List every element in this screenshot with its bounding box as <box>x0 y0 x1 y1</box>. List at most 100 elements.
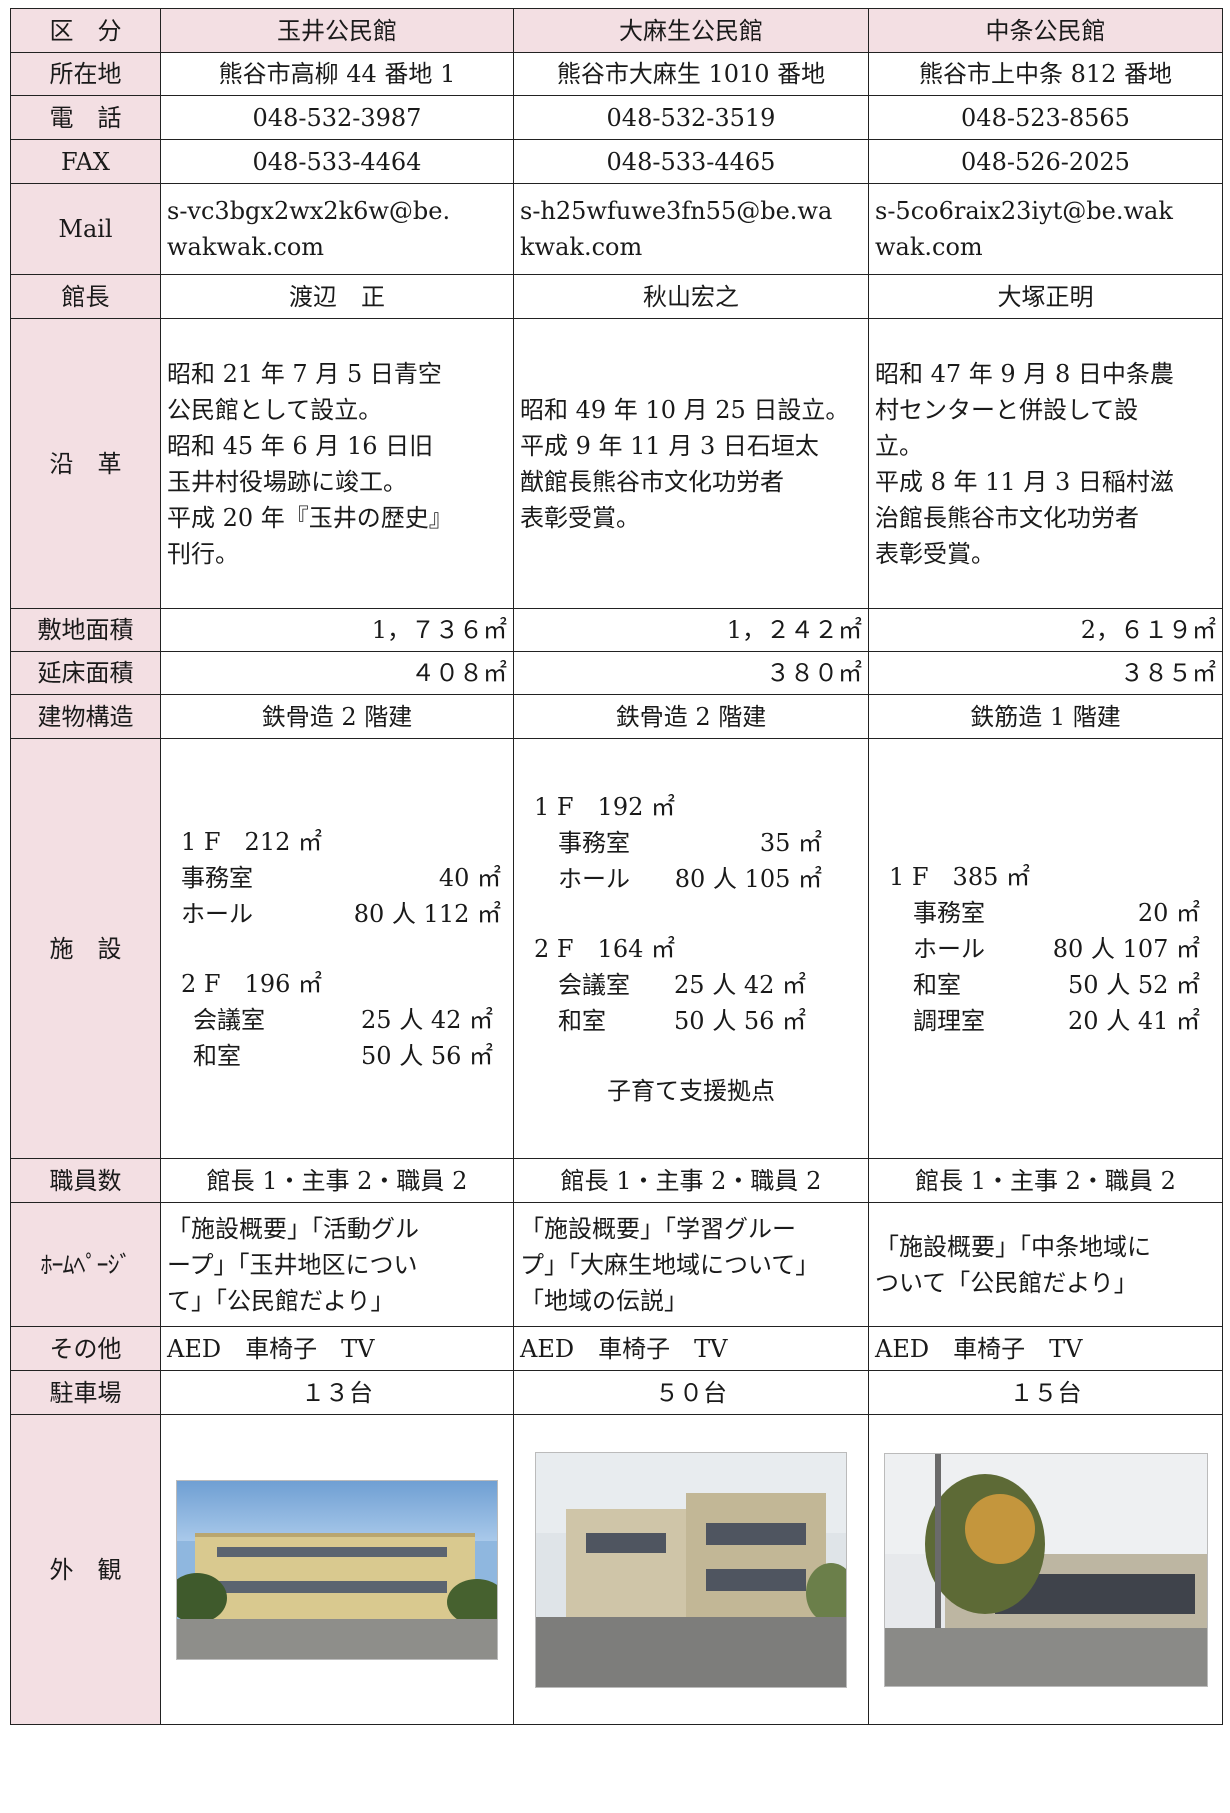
room-value: 20 ㎡ <box>1137 898 1200 927</box>
oaso-site-area: 1，２４２㎡ <box>513 608 869 652</box>
homepage-line: 「地域の伝説」 <box>520 1286 688 1315</box>
room-row: ホール 80 人 107 ㎡ <box>875 931 1216 967</box>
floor-summary: 1 F 385 ㎡ <box>889 862 1030 891</box>
homepage-row: ﾎｰﾑﾍﾟｰｼﾞ 「施設概要」「活動グル ープ」「玉井地区につい て」「公民館だ… <box>10 1202 1223 1327</box>
chujo-other: AED 車椅子 TV <box>868 1326 1223 1371</box>
room-name: 事務室 <box>558 828 630 857</box>
header-row: 区 分 玉井公民館 大麻生公民館 中条公民館 <box>10 8 1223 53</box>
tamai-mail-line: s-vc3bgx2wx2k6w@be. <box>167 197 451 225</box>
structure-label: 建物構造 <box>10 694 161 739</box>
room-value: 25 人 42 ㎡ <box>674 970 806 999</box>
chujo-director: 大塚正明 <box>868 274 1223 319</box>
chujo-phone: 048-523-8565 <box>868 95 1223 140</box>
oaso-parking: ５０台 <box>513 1370 869 1415</box>
oaso-homepage: 「施設概要」「学習グルー プ」「大麻生地域について」 「地域の伝説」 <box>513 1202 869 1327</box>
chujo-parking: １５台 <box>868 1370 1223 1415</box>
room-value: 40 ㎡ <box>438 863 501 892</box>
tamai-header: 玉井公民館 <box>160 8 514 53</box>
oaso-address: 熊谷市大麻生 1010 番地 <box>513 52 869 96</box>
tamai-homepage: 「施設概要」「活動グル ープ」「玉井地区につい て」「公民館だより」 <box>160 1202 514 1327</box>
site-area-row: 敷地面積 1，７３６㎡ 1，２４２㎡ 2，６１９㎡ <box>10 608 1223 652</box>
oaso-history: 昭和 49 年 10 月 25 日設立。 平成 9 年 11 月 3 日石垣太 … <box>513 318 869 609</box>
exterior-row: 外 観 <box>10 1414 1223 1725</box>
room-name: 和室 <box>913 970 961 999</box>
history-line: 村センターと併設して設 <box>875 395 1139 424</box>
history-line: 治館長熊谷市文化功労者 <box>875 503 1139 532</box>
fax-label: FAX <box>10 139 161 184</box>
tamai-parking: １３台 <box>160 1370 514 1415</box>
facilities-label: 施 設 <box>10 738 161 1159</box>
oaso-director: 秋山宏之 <box>513 274 869 319</box>
tamai-building-photo <box>176 1479 498 1660</box>
room-name: ホール <box>558 864 630 893</box>
history-line: 昭和 47 年 9 月 8 日中条農 <box>875 359 1174 388</box>
chujo-history: 昭和 47 年 9 月 8 日中条農 村センターと併設して設 立。 平成 8 年… <box>868 318 1223 609</box>
tamai-director: 渡辺 正 <box>160 274 514 319</box>
fax-row: FAX 048-533-4464 048-533-4465 048-526-20… <box>10 139 1223 184</box>
phone-label: 電 話 <box>10 95 161 140</box>
history-line: 表彰受賞。 <box>520 503 640 532</box>
room-value: 20 人 41 ㎡ <box>1068 1006 1200 1035</box>
floor-area-label: 延床面積 <box>10 651 161 695</box>
oaso-staff: 館長 1・主事 2・職員 2 <box>513 1158 869 1203</box>
tamai-other: AED 車椅子 TV <box>160 1326 514 1371</box>
chujo-address: 熊谷市上中条 812 番地 <box>868 52 1223 96</box>
floor-summary: 1 F 212 ㎡ <box>181 827 322 856</box>
history-line: 立。 <box>875 431 923 460</box>
other-label: その他 <box>10 1326 161 1371</box>
oaso-mail: s-h25wfuwe3fn55@be.wa kwak.com <box>513 183 869 275</box>
chujo-header: 中条公民館 <box>868 8 1223 53</box>
history-line: 平成 8 年 11 月 3 日稲村滋 <box>875 467 1174 496</box>
staff-label: 職員数 <box>10 1158 161 1203</box>
oaso-phone: 048-532-3519 <box>513 95 869 140</box>
room-value: 50 人 52 ㎡ <box>1068 970 1200 999</box>
history-line: 昭和 21 年 7 月 5 日青空 <box>167 359 442 388</box>
chujo-homepage: 「施設概要」「中条地域に ついて「公民館だより」 <box>868 1202 1223 1327</box>
history-line: 玉井村役場跡に竣工。 <box>167 467 407 496</box>
room-value: 25 人 42 ㎡ <box>361 1005 493 1034</box>
room-row: 和室 50 人 52 ㎡ <box>875 967 1216 1003</box>
category-header: 区 分 <box>10 8 161 53</box>
tamai-address: 熊谷市高柳 44 番地 1 <box>160 52 514 96</box>
parking-label: 駐車場 <box>10 1370 161 1415</box>
floor-area-row: 延床面積 ４０８㎡ ３８０㎡ ３８５㎡ <box>10 651 1223 695</box>
tamai-floor-area: ４０８㎡ <box>160 651 514 695</box>
chujo-mail: s-5co6raix23iyt@be.wak wak.com <box>868 183 1223 275</box>
chujo-staff: 館長 1・主事 2・職員 2 <box>868 1158 1223 1203</box>
floor-summary: 1 F 192 ㎡ <box>534 792 675 821</box>
room-name: 和室 <box>193 1041 241 1070</box>
room-value: 50 人 56 ㎡ <box>361 1041 493 1070</box>
address-row: 所在地 熊谷市高柳 44 番地 1 熊谷市大麻生 1010 番地 熊谷市上中条 … <box>10 52 1223 96</box>
room-name: ホール <box>913 934 985 963</box>
room-row: 会議室 25 人 42 ㎡ <box>520 967 862 1003</box>
room-value: 80 人 107 ㎡ <box>1052 934 1200 963</box>
chujo-floor-area: ３８５㎡ <box>868 651 1223 695</box>
room-name: 事務室 <box>181 863 253 892</box>
address-label: 所在地 <box>10 52 161 96</box>
room-name: 和室 <box>558 1006 606 1035</box>
room-value: 80 人 112 ㎡ <box>353 899 501 928</box>
history-line: 昭和 45 年 6 月 16 日旧 <box>167 431 434 460</box>
room-name: 会議室 <box>558 970 630 999</box>
homepage-line: プ」「大麻生地域について」 <box>520 1250 820 1279</box>
homepage-line: 「施設概要」「中条地域に <box>875 1232 1151 1261</box>
room-value: 35 ㎡ <box>759 828 822 857</box>
homepage-line: 「施設概要」「活動グル <box>167 1214 419 1243</box>
community-center-table: 区 分 玉井公民館 大麻生公民館 中条公民館 所在地 熊谷市高柳 44 番地 1… <box>10 8 1223 1725</box>
history-row: 沿 革 昭和 21 年 7 月 5 日青空 公民館として設立。 昭和 45 年 … <box>10 318 1223 609</box>
chujo-fax: 048-526-2025 <box>868 139 1223 184</box>
childcare-support-note: 子育て支援拠点 <box>607 1076 775 1105</box>
room-name: 会議室 <box>193 1005 265 1034</box>
chujo-building-photo <box>883 1452 1208 1687</box>
room-name: ホール <box>181 899 253 928</box>
parking-row: 駐車場 １３台 ５０台 １５台 <box>10 1370 1223 1415</box>
chujo-exterior-cell <box>868 1414 1223 1725</box>
mail-row: Mail s-vc3bgx2wx2k6w@be. wakwak.com s-h2… <box>10 183 1223 275</box>
homepage-label: ﾎｰﾑﾍﾟｰｼﾞ <box>10 1202 161 1327</box>
